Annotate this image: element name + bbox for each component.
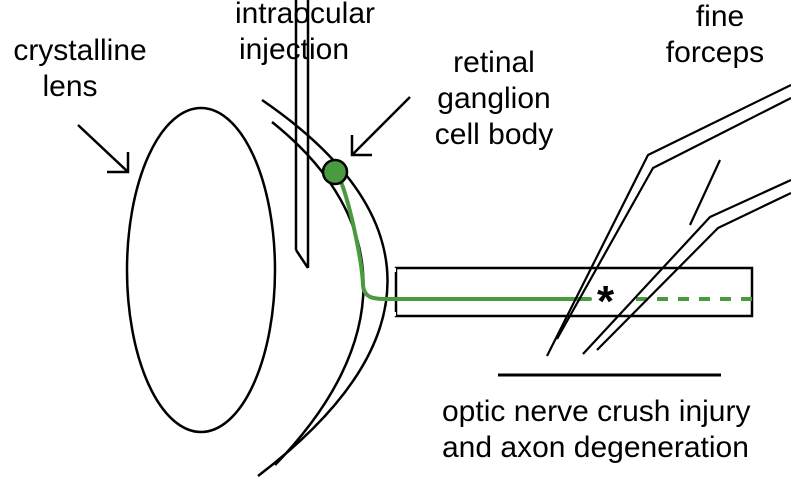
label-optic-nerve-crush-injury: optic nerve crush injury and axon degene… [442,394,750,466]
crush-site-marker: * [597,277,615,326]
forceps-icon [546,84,791,357]
crystalline-lens [125,106,277,434]
needle-icon [294,0,310,269]
label-line: cell body [434,118,554,151]
retinal-ganglion-cell-body [321,158,349,186]
label-line: and axon degeneration [442,431,749,464]
label-line: lens [42,70,98,103]
label-fine-forceps: fine forceps [640,0,790,71]
label-line: optic nerve crush injury [442,395,751,428]
eyecup-inner-arc [271,121,365,466]
eyecup-outer-arc [257,98,389,477]
rgc-axon [335,170,592,302]
label-line: crystalline [13,34,147,67]
arrow-lens-icon [77,124,130,174]
label-line: retinal [453,46,535,79]
label-line: intraocular [234,0,376,30]
arrow-rgc-icon [350,96,411,157]
label-crystalline-lens: crystalline lens [0,33,160,105]
label-line: forceps [665,36,765,69]
label-line: ganglion [437,82,551,115]
label-retinal-ganglion-cell-body: retinal ganglion cell body [405,45,583,153]
label-line: fine [695,0,745,33]
label-line: injection [238,33,350,66]
label-intraocular-injection: intraocular injection [220,0,390,68]
